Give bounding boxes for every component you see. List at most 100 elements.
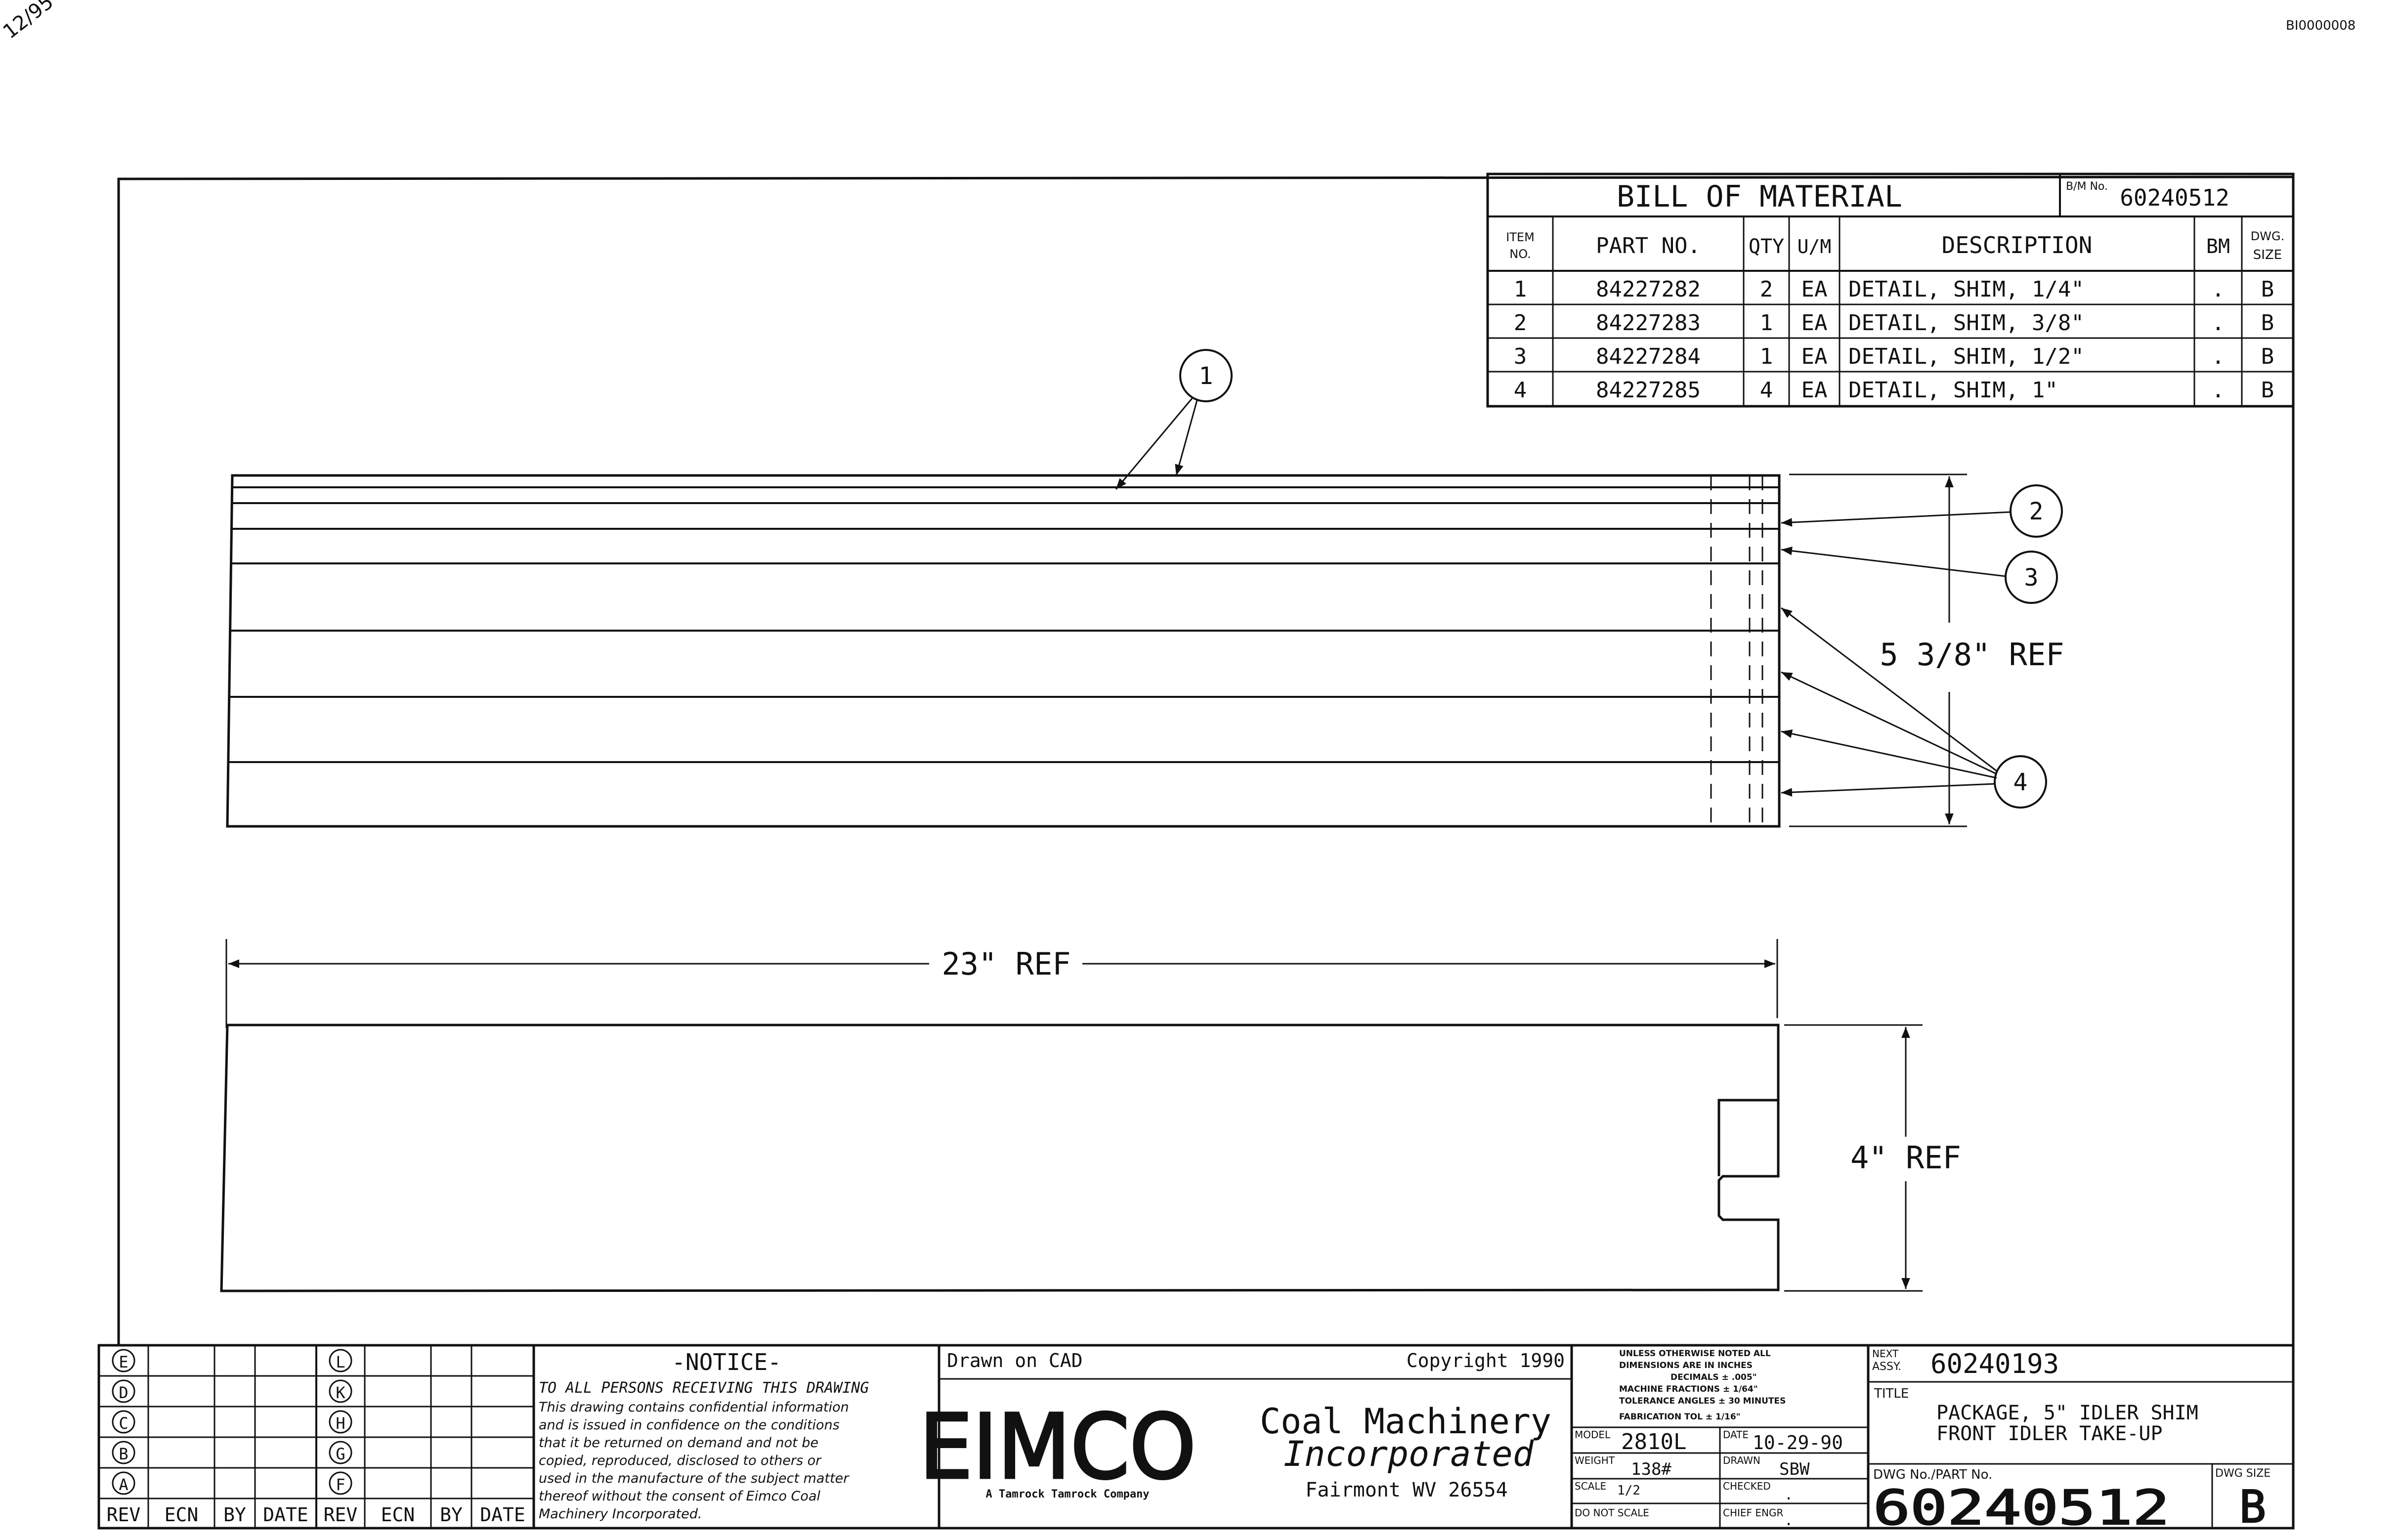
- company-name-line1: Coal Machinery: [1260, 1401, 1551, 1442]
- bom-header-dwg: DWG.: [2251, 229, 2284, 243]
- balloon-3-label: 3: [2024, 564, 2039, 592]
- model-value: 2810L: [1621, 1429, 1686, 1454]
- bom-number-label: B/M No.: [2066, 180, 2108, 193]
- next-assy-label-2: ASSY.: [1872, 1361, 1901, 1373]
- shim-plan-view: [220, 1024, 1780, 1292]
- rev-letter: H: [336, 1414, 345, 1433]
- bom-part: 84227285: [1596, 378, 1701, 403]
- rev-header: ECN: [165, 1504, 199, 1526]
- notice-line: copied, reproduced, disclosed to others …: [539, 1453, 822, 1468]
- notice-line: and is issued in confidence on the condi…: [539, 1417, 840, 1433]
- notice-line: thereof without the consent of Eimco Coa…: [539, 1489, 820, 1504]
- bom-bm: .: [2212, 310, 2225, 336]
- checked-value: .: [1784, 1486, 1793, 1503]
- revision-block: E D C B A L K H G F REV ECN BY DATE REV …: [97, 1344, 535, 1530]
- drawn-label: DRAWN: [1723, 1454, 1760, 1466]
- balloon-2-label: 2: [2029, 498, 2044, 525]
- date-value: 10-29-90: [1753, 1432, 1843, 1454]
- bom-header-um: U/M: [1798, 236, 1832, 257]
- balloon-4-label: 4: [2013, 769, 2028, 796]
- weight-value: 138#: [1631, 1459, 1671, 1479]
- bom-description: DETAIL, SHIM, 1": [1848, 378, 2058, 403]
- notice-line: Machinery Incorporated.: [539, 1506, 702, 1522]
- bom-qty: 2: [1760, 277, 1773, 302]
- notice-line: used in the manufacture of the subject m…: [539, 1471, 850, 1486]
- width-dimension: 4" REF: [1784, 1024, 1961, 1292]
- eimco-logo: EIMCO: [919, 1396, 1196, 1499]
- tolerance-line: DECIMALS ± .005": [1670, 1372, 1757, 1382]
- bom-header-size: SIZE: [2253, 248, 2282, 262]
- bom-bm: .: [2212, 344, 2225, 369]
- bom-description: DETAIL, SHIM, 3/8": [1848, 310, 2084, 336]
- bom-description: DETAIL, SHIM, 1/2": [1848, 344, 2084, 369]
- subsidiary-line: A Tamrock Tamrock Company: [985, 1488, 1149, 1500]
- rev-letter: B: [119, 1445, 128, 1463]
- drawing-title-line2: FRONT IDLER TAKE-UP: [1936, 1422, 2163, 1445]
- bom-header-item-no: NO.: [1509, 247, 1531, 261]
- bom-item: 4: [1514, 378, 1527, 403]
- table-row: 2 84227283 1 EA DETAIL, SHIM, 3/8" . B: [1514, 310, 2274, 336]
- tolerance-line: TOLERANCE ANGLES ± 30 MINUTES: [1619, 1396, 1786, 1406]
- document-code: BI0000008: [2286, 18, 2355, 33]
- balloon-2: 2: [1781, 484, 2063, 538]
- bom-qty: 1: [1760, 344, 1773, 369]
- scale-value: 1/2: [1617, 1483, 1640, 1498]
- copyright: Copyright 1990: [1407, 1350, 1565, 1371]
- bom-size: B: [2261, 310, 2274, 336]
- rev-header: REV: [324, 1504, 358, 1526]
- bom-bm: .: [2212, 277, 2225, 302]
- tolerance-block: UNLESS OTHERWISE NOTED ALL DIMENSIONS AR…: [1570, 1344, 1870, 1530]
- weight-label: WEIGHT: [1575, 1454, 1615, 1466]
- length-dimension-label: 23" REF: [942, 946, 1071, 982]
- bom-size: B: [2261, 277, 2274, 302]
- drawn-value: SBW: [1779, 1459, 1810, 1479]
- height-dimension: 5 3/8" REF: [1789, 473, 2064, 827]
- rev-header: BY: [440, 1504, 463, 1526]
- chief-engineer-label: CHIEF ENGR: [1723, 1507, 1783, 1519]
- bom-part: 84227283: [1596, 310, 1701, 336]
- corner-handwritten-mark: 12/95: [0, 0, 58, 43]
- next-assy-value: 60240193: [1930, 1348, 2059, 1379]
- tolerance-line: MACHINE FRACTIONS ± 1/64": [1619, 1384, 1758, 1394]
- balloon-4: 4: [1781, 607, 2047, 809]
- drawing-title-line1: PACKAGE, 5" IDLER SHIM: [1936, 1402, 2198, 1424]
- bom-description: DETAIL, SHIM, 1/4": [1848, 277, 2084, 302]
- bom-header-part: PART NO.: [1596, 233, 1701, 258]
- notice-title: -NOTICE-: [672, 1349, 781, 1375]
- width-dimension-label: 4" REF: [1850, 1140, 1961, 1176]
- bom-um: EA: [1801, 344, 1828, 369]
- table-row: 4 84227285 4 EA DETAIL, SHIM, 1" . B: [1514, 378, 2274, 403]
- bom-qty: 1: [1760, 310, 1773, 336]
- date-label: DATE: [1723, 1429, 1749, 1441]
- bom-item: 2: [1514, 310, 1527, 336]
- notice-line: This drawing contains confidential infor…: [539, 1400, 849, 1415]
- rev-letter: K: [336, 1383, 345, 1402]
- bom-item: 3: [1514, 344, 1527, 369]
- notice-heading: TO ALL PERSONS RECEIVING THIS DRAWING: [539, 1379, 869, 1397]
- balloon-3: 3: [1781, 546, 2058, 604]
- bom-header-description: DESCRIPTION: [1942, 232, 2093, 258]
- bom-um: EA: [1801, 277, 1828, 302]
- bom-size: B: [2261, 378, 2274, 403]
- rev-letter: E: [119, 1353, 128, 1371]
- balloon-1: 1: [1115, 349, 1233, 490]
- tolerance-line: UNLESS OTHERWISE NOTED ALL: [1619, 1349, 1771, 1359]
- company-location: Fairmont WV 26554: [1305, 1479, 1507, 1501]
- title-block: NEXT ASSY. 60240193 TITLE PACKAGE, 5" ID…: [1867, 1344, 2295, 1536]
- do-not-scale: DO NOT SCALE: [1575, 1507, 1649, 1519]
- rev-letter: G: [336, 1445, 345, 1463]
- bom-item: 1: [1514, 277, 1527, 302]
- bom-title: BILL OF MATERIAL: [1617, 179, 1902, 214]
- table-row: 3 84227284 1 EA DETAIL, SHIM, 1/2" . B: [1514, 344, 2274, 369]
- bom-qty: 4: [1760, 378, 1773, 403]
- bom-header-item: ITEM: [1506, 230, 1535, 244]
- tolerance-line: DIMENSIONS ARE IN INCHES: [1619, 1361, 1753, 1370]
- bom-header-qty: QTY: [1749, 235, 1784, 258]
- bom-um: EA: [1801, 310, 1828, 336]
- rev-letter: C: [119, 1414, 128, 1433]
- rev-header: DATE: [263, 1504, 308, 1526]
- rev-header: DATE: [480, 1504, 525, 1526]
- rev-letter: A: [119, 1475, 128, 1494]
- bom-part: 84227284: [1596, 344, 1701, 369]
